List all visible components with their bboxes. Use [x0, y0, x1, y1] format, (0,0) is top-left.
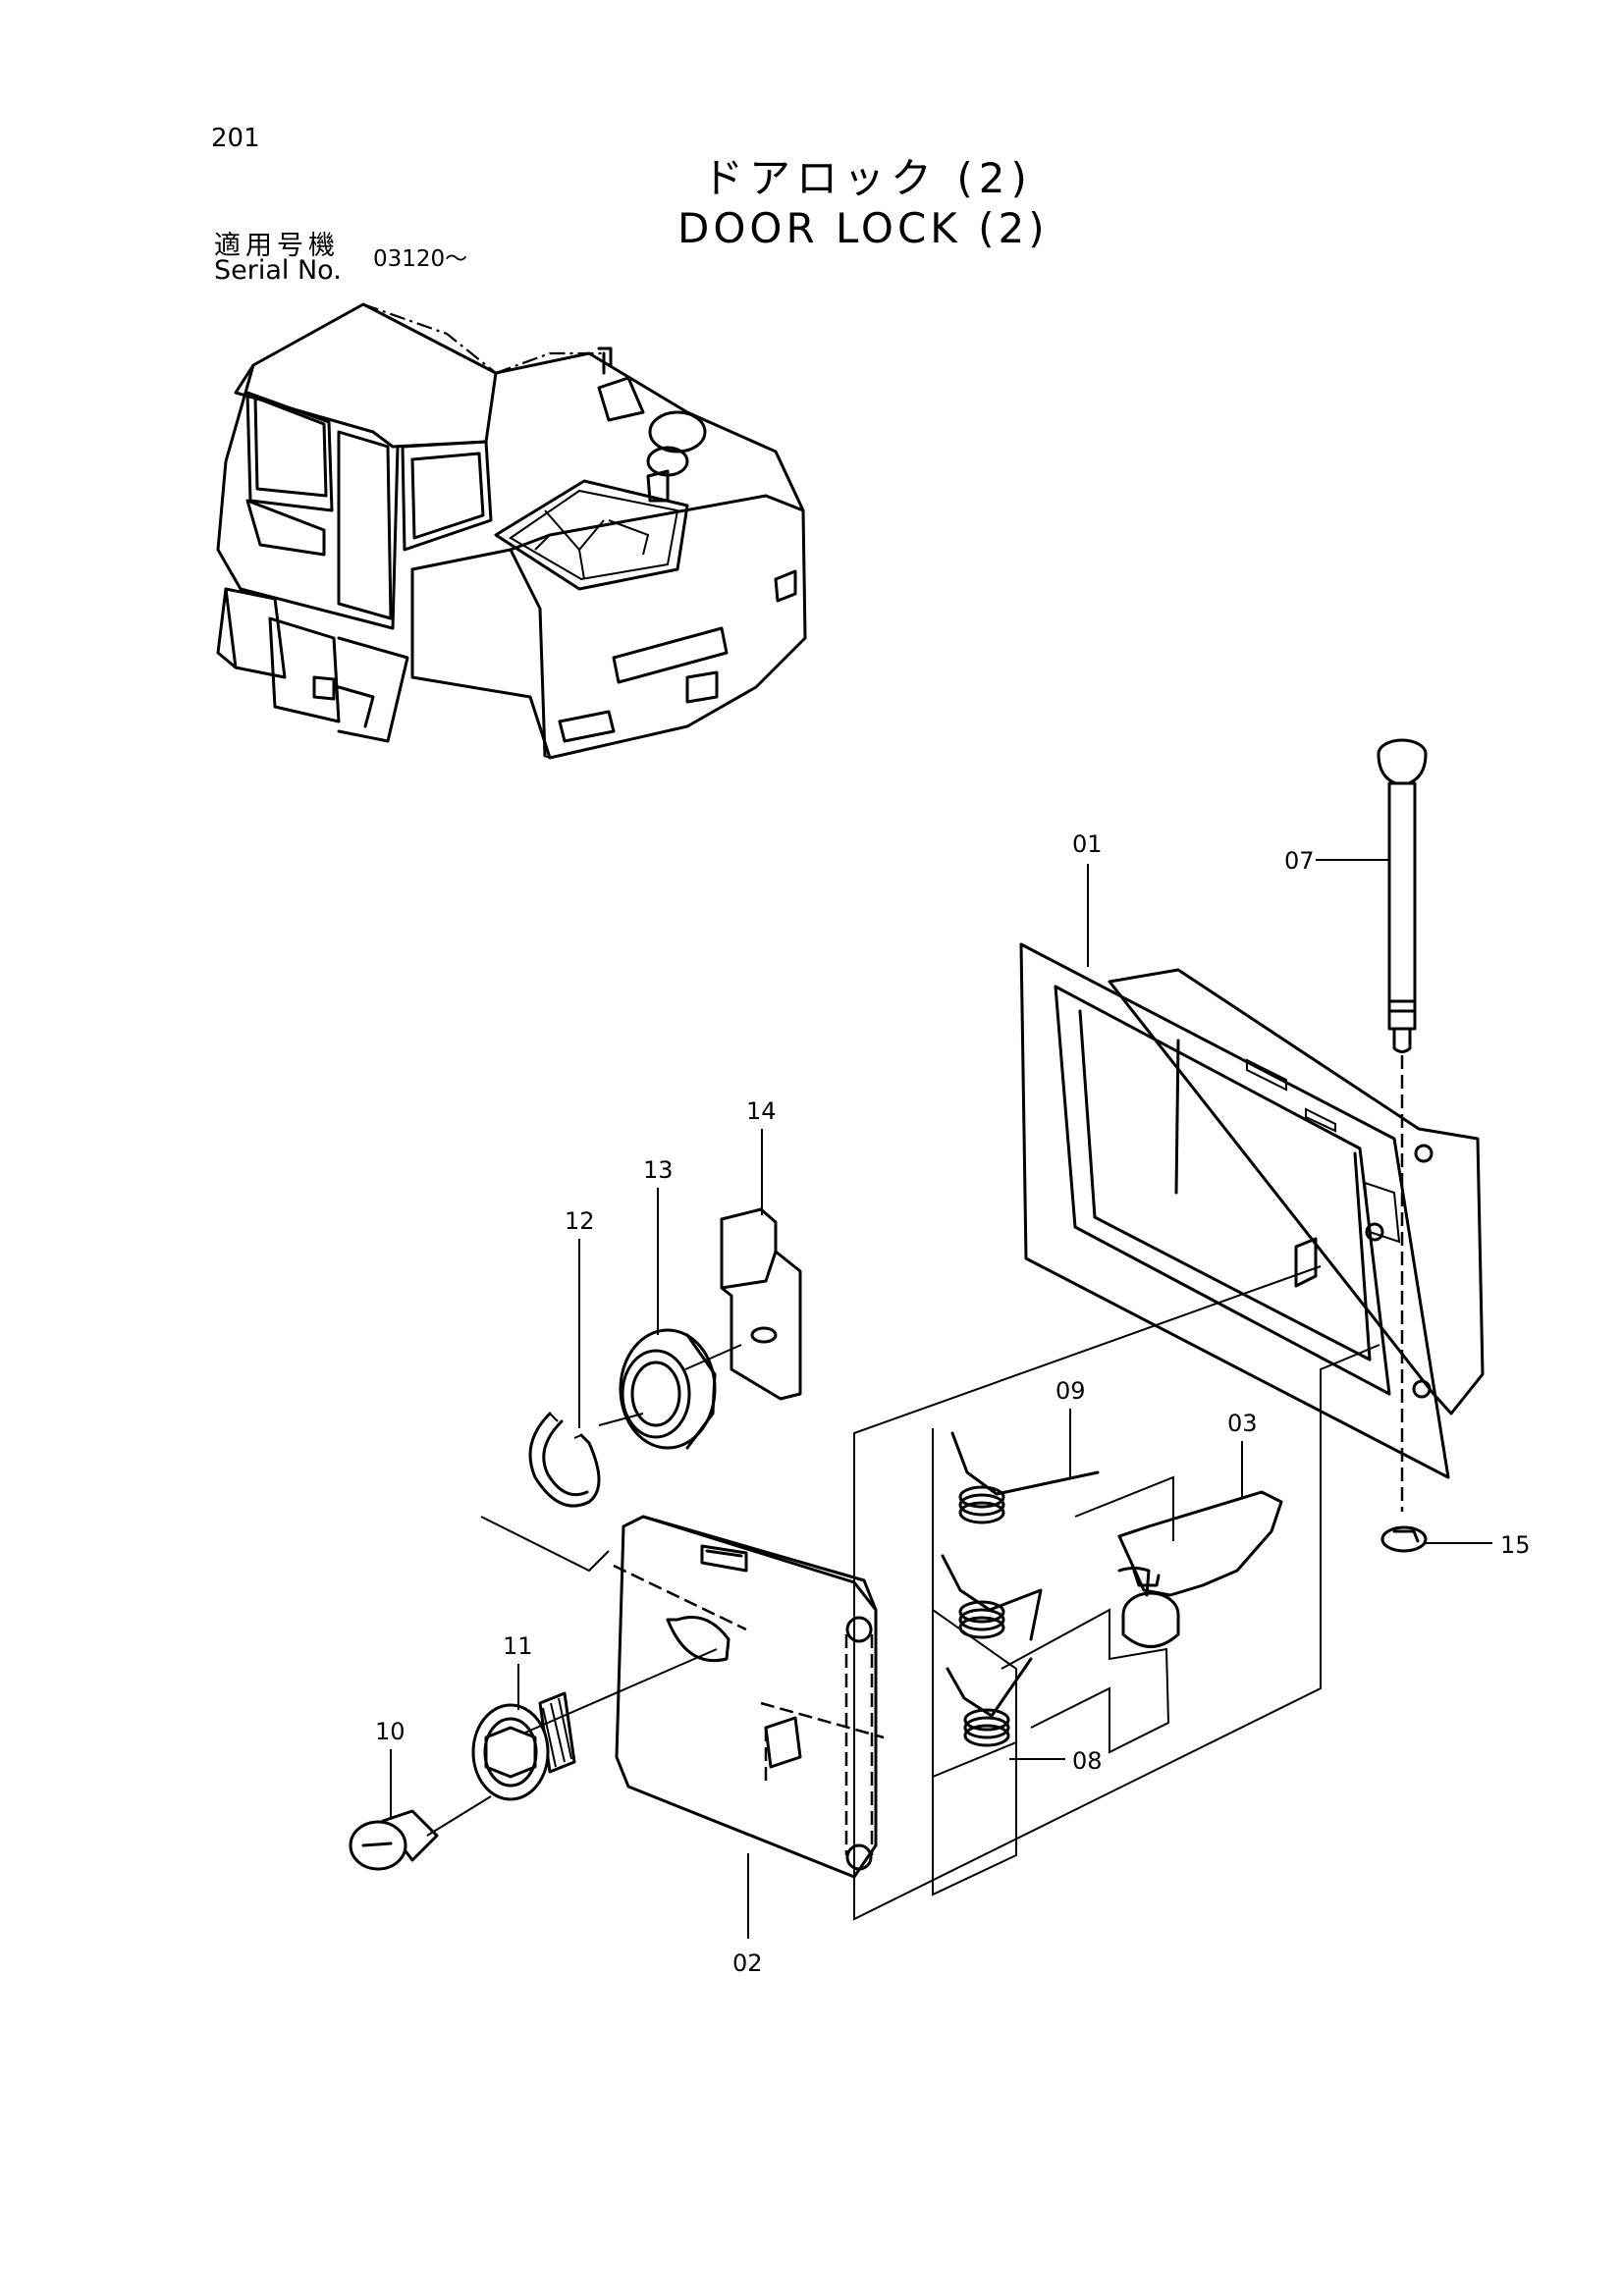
assembly-guide-lines — [426, 1265, 1380, 1921]
title-japanese: ドアロック (2) — [702, 154, 1033, 202]
callout-11: 11 — [503, 1632, 533, 1660]
part-15-e-ring — [1380, 1525, 1428, 1553]
part-12-snap-ring — [528, 1412, 601, 1508]
part-03-lever — [1117, 1490, 1283, 1648]
part-11-key-cylinder-body — [471, 1691, 576, 1801]
callout-03: 03 — [1227, 1410, 1258, 1437]
part-07-pin — [1377, 738, 1428, 1512]
callout-01: 01 — [1072, 830, 1103, 858]
part-10-key-plug — [349, 1809, 439, 1871]
callout-labels: 01 07 14 13 12 09 03 15 08 11 10 02 — [375, 830, 1531, 1977]
callout-09: 09 — [1055, 1377, 1086, 1405]
callout-14: 14 — [746, 1097, 777, 1125]
callout-13: 13 — [643, 1156, 674, 1184]
part-09-spring — [950, 1431, 1100, 1524]
serial-number-range: 03120～ — [373, 246, 468, 272]
page-number: 201 — [211, 124, 260, 153]
part-01-handle-bracket — [1019, 942, 1485, 1479]
callout-07: 07 — [1284, 847, 1315, 875]
part-14-plate — [720, 1207, 802, 1401]
callout-02: 02 — [732, 1949, 763, 1977]
callout-12: 12 — [565, 1207, 595, 1235]
part-13-nut — [619, 1328, 717, 1450]
excavator-overview-illustration — [216, 302, 807, 760]
callout-15: 15 — [1500, 1531, 1531, 1559]
part-02-lock-case — [613, 1515, 885, 1879]
serial-label-japanese: 適用号機 — [214, 231, 340, 261]
part-08-spring — [941, 1554, 1043, 1747]
title-english: DOOR LOCK (2) — [677, 204, 1049, 252]
serial-label-english: Serial No. — [214, 255, 342, 286]
callout-08: 08 — [1072, 1747, 1103, 1775]
callout-10: 10 — [375, 1718, 406, 1745]
